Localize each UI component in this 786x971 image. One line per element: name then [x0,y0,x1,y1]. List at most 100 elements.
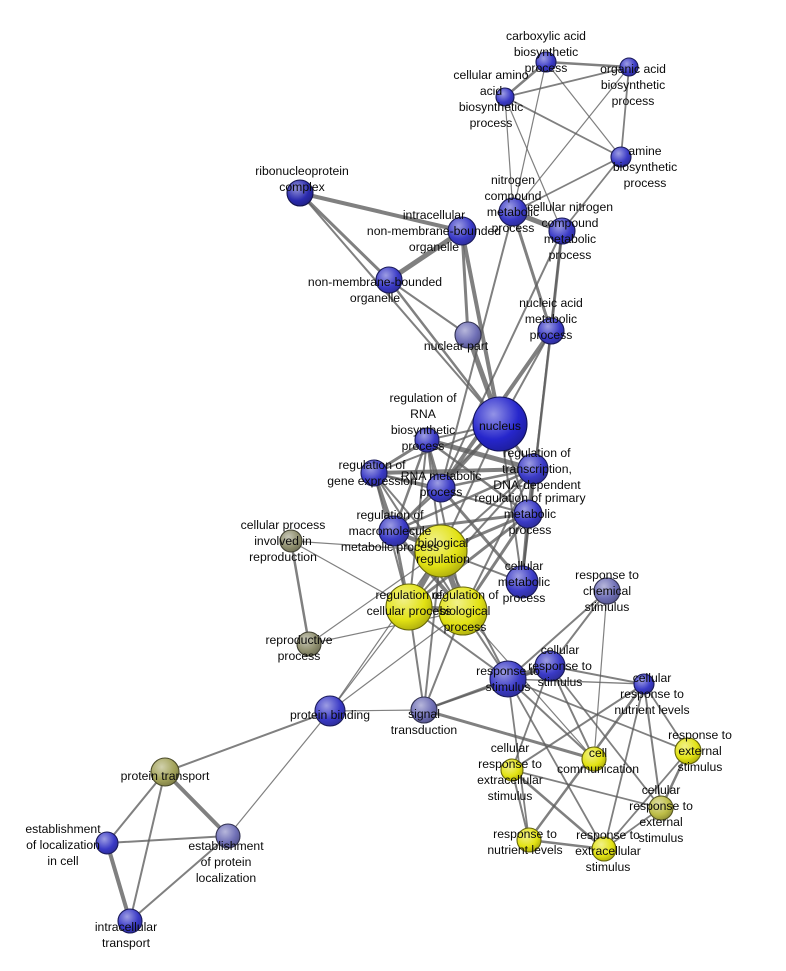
node-nuclear_part[interactable]: nuclear part [454,321,482,349]
node-reg_primary[interactable]: regulation of primary metabolic process [513,499,543,529]
node-cellular_met[interactable]: cellular metabolic process [505,565,539,599]
edge-intracellular_org--nuclear_part [460,229,470,337]
edge-protein_binding--protein_transport [164,710,331,773]
edge-estab_loc_cell--intracell_transport [105,841,132,923]
edge-cellular_resp_stim--signal_transduction [423,665,551,711]
node-cell_resp_extracell[interactable]: cellular response to extracellular stimu… [500,758,524,782]
node-reg_cellular[interactable]: regulation of cellular process [385,583,433,631]
edge-protein_binding--signal_transduction [329,709,425,712]
node-cell_proc_repro[interactable]: cellular process involved in reproductio… [279,529,303,553]
edge-organic--amine [620,66,630,158]
edge-response_stimulus--resp_chemical [507,590,608,680]
edge-cell_resp_nutrient--cell_resp_extracell [511,683,645,771]
edge-rnp--intracellular_org [298,191,464,233]
edge-response_stimulus--cell_resp_nutrient [507,678,645,685]
edge-estab_protein_loc--intracell_transport [129,835,229,922]
edge-cellular_nitrogen--RNA_met [440,230,563,489]
edge-repro_process--reg_biological [308,610,464,645]
edge-response_stimulus--cell_comm [507,678,595,760]
node-biological_reg[interactable]: biological regulation [414,524,468,578]
edge-protein_transport--estab_protein_loc [163,770,230,838]
edge-amine--cellular_nitrogen [561,156,622,232]
edge-protein_binding--reg_biological [329,610,464,712]
edge-reg_RNA_bio--reg_macromol [392,438,429,533]
edge-response_stimulus--resp_nutrient [507,678,530,841]
node-resp_external[interactable]: response to external stimulus [674,737,702,765]
edge-biological_reg--signal_transduction [423,550,442,711]
edge-intracellular_org--nucleus [460,229,502,426]
node-nucleus[interactable]: nucleus [472,396,528,452]
edge-resp_external--resp_extracell [603,750,689,850]
edge-protein_binding--biological_reg [329,550,442,712]
edge-carboxylic--nitrogen [512,61,547,213]
edge-resp_extracell--resp_nutrient [527,838,606,851]
node-rnp[interactable]: ribonucleoprotein complex [286,179,314,207]
edge-protein_binding--estab_protein_loc [227,710,331,837]
edge-cell_resp_nutrient--cell_resp_external [643,683,662,809]
edge-cellular_amino--nitrogen [504,96,514,213]
edge-cell_proc_repro--repro_process [289,539,311,646]
node-cell_comm[interactable]: cell communication [581,746,607,772]
edge-reg_macromol--reg_primary [392,512,530,533]
edge-amine--nitrogen [512,156,622,213]
edge-rnp--non_membrane_org [298,191,391,282]
node-reg_transcription[interactable]: regulation of transcription, DNA-depende… [517,453,549,485]
node-resp_chemical[interactable]: response to chemical stimulus [593,577,621,605]
edge-repro_process--biological_reg [308,550,442,645]
node-resp_extracell[interactable]: response to extracellular stimulus [591,836,617,862]
node-resp_nutrient[interactable]: response to nutrient levels [516,827,542,853]
edge-intracellular_org--non_membrane_org [386,228,465,283]
edge-reg_transcription--reg_biological [462,468,534,612]
edge-cellular_amino--amine [504,96,622,158]
edge-response_stimulus--resp_extracell [507,678,605,850]
edge-cell_resp_extracell--cell_resp_external [511,769,662,809]
edge-organic--cellular_amino [504,66,630,98]
node-carboxylic[interactable]: carboxylic acid biosynthetic process [535,51,557,73]
node-reg_RNA_bio[interactable]: regulation of RNA biosynthetic process [414,427,440,453]
node-repro_process[interactable]: reproductive process [296,631,322,657]
node-layer: carboxylic acid biosynthetic process orga… [95,51,702,934]
edge-cell_resp_nutrient--resp_extracell [603,683,645,850]
node-response_stimulus[interactable]: response to stimulus [489,660,527,698]
edge-resp_extracell--cell_resp_extracell [510,768,606,851]
node-intracellular_org[interactable]: intracellular non-membrane-bounded organ… [447,216,477,246]
edge-organic--nitrogen [512,66,630,213]
node-intracell_transport[interactable]: intracellular transport [117,908,143,934]
node-cell_resp_nutrient[interactable]: cellular response to nutrient levels [633,673,655,695]
node-reg_gene_expr[interactable]: regulation of gene expression [360,459,388,487]
node-cellular_resp_stim[interactable]: cellular response to stimulus [534,650,566,682]
node-signal_transduction[interactable]: signal transduction [410,696,438,724]
edge-resp_chemical--cell_comm [593,590,608,760]
edge-cellular_amino--cellular_nitrogen [504,96,563,232]
node-amine[interactable]: amine biosynthetic process [610,146,632,168]
edge-reg_transcription--reg_gene_expr [372,467,535,475]
node-organic[interactable]: organic acid biosynthetic process [619,57,639,77]
node-reg_macromol[interactable]: regulation of macromolecule metabolic pr… [378,515,410,547]
edge-cellular_resp_stim--resp_chemical [549,590,608,667]
edge-nitrogen--nucleic_acid [511,210,553,333]
node-estab_loc_cell[interactable]: establishment of localization in cell [95,831,119,855]
node-non_membrane_org[interactable]: non-membrane-bounded organelle [375,266,403,294]
node-nitrogen[interactable]: nitrogen compound metabolic process [498,197,528,227]
edge-protein_transport--estab_loc_cell [106,771,166,844]
node-reg_biological[interactable]: regulation of biological process [438,586,488,636]
edge-estab_loc_cell--estab_protein_loc [106,835,229,844]
edge-protein_transport--intracell_transport [129,771,166,922]
node-protein_binding[interactable]: protein binding [314,695,346,727]
node-cell_resp_external[interactable]: cellular response to external stimulus [648,795,674,821]
node-nucleic_acid[interactable]: nucleic acid metabolic process [537,317,565,345]
edge-reg_transcription--reg_macromol [392,467,535,533]
node-cellular_nitrogen[interactable]: cellular nitrogen compound metabolic pro… [548,217,576,245]
node-protein_transport[interactable]: protein transport [150,757,180,787]
edge-carboxylic--amine [545,61,622,158]
edge-layer [105,60,690,923]
node-estab_protein_loc[interactable]: establishment of protein localization [215,823,241,849]
node-RNA_met[interactable]: RNA metabolic process [426,473,456,503]
edge-non_membrane_org--nucleus [387,278,502,426]
node-cellular_amino[interactable]: cellular amino acid biosynthetic process [495,87,515,107]
edge-reg_transcription--RNA_met [439,467,535,490]
edge-rnp--nucleus [299,192,501,425]
edge-carboxylic--organic [544,60,631,69]
